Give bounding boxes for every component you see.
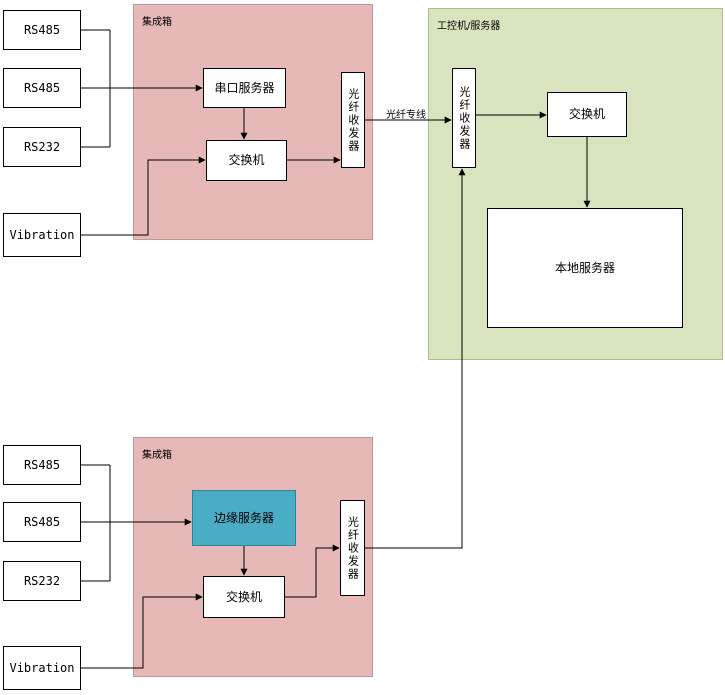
input-rs232-top: RS232: [3, 127, 81, 167]
input-rs485-bottom-2: RS485: [3, 502, 81, 542]
arrow-bottom-switch-to-fiber: [285, 544, 340, 598]
fiber-transceiver-top: 光纤收发器: [341, 72, 365, 168]
input-rs485-top-1: RS485: [3, 10, 81, 50]
fiber-transceiver-bottom: 光纤收发器: [340, 500, 365, 596]
integration-box-bottom: 集成箱: [133, 437, 373, 677]
switch-node-bottom: 交换机: [203, 576, 285, 618]
integration-box-top: 集成箱: [133, 4, 373, 240]
industrial-pc-server-label: 工控机/服务器: [437, 21, 501, 32]
arrow-top-vibration-to-switch: [81, 156, 206, 236]
integration-box-top-label: 集成箱: [142, 17, 172, 28]
input-rs232-bottom: RS232: [3, 561, 81, 601]
local-server-node: 本地服务器: [487, 208, 683, 328]
arrow-bottom-vibration-to-switch: [81, 593, 203, 669]
integration-box-bottom-label: 集成箱: [142, 450, 172, 461]
fiber-transceiver-server: 光纤收发器: [452, 68, 476, 168]
serial-port-server-node: 串口服务器: [203, 68, 286, 108]
switch-node-server: 交换机: [547, 92, 627, 137]
input-rs485-top-2: RS485: [3, 68, 81, 108]
input-vibration-bottom: Vibration: [3, 646, 81, 690]
input-rs485-bottom-1: RS485: [3, 445, 81, 485]
edge-server-node: 边缘服务器: [192, 490, 296, 546]
input-vibration-top: Vibration: [3, 213, 81, 257]
fiber-link-label: 光纤专线: [386, 110, 426, 121]
switch-node-top: 交换机: [206, 140, 287, 181]
arrow-bottom-fiber-to-server-fiber: [365, 168, 466, 549]
